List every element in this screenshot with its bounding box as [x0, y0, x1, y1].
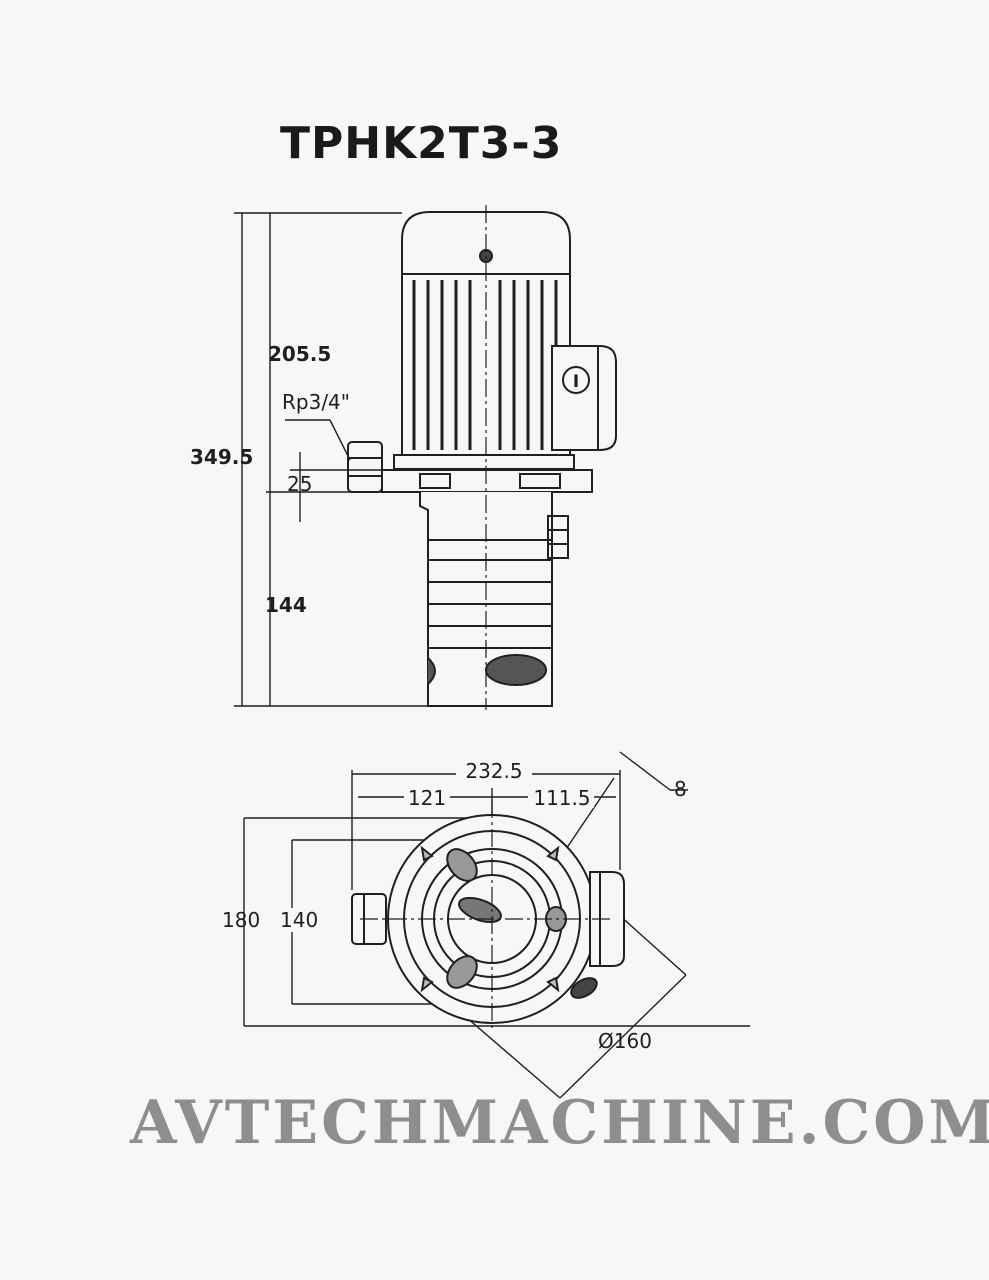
label-mask — [278, 908, 326, 932]
label-mask — [456, 756, 532, 782]
dim-outlet-thread-label: Rp3/4" — [282, 390, 350, 414]
label-mask — [528, 784, 594, 808]
dim-overall-width-label: 232.5 — [465, 759, 522, 783]
dim-flange-offset-label: 25 — [287, 472, 312, 496]
drawing-title: TPHK2T3-3 — [280, 118, 563, 169]
dim-overall-depth-label: 180 — [222, 908, 260, 932]
terminal-box-mark: I — [573, 372, 579, 392]
dim-hole-diameter-label: 8 — [674, 777, 687, 801]
dim-right-width-label: 111.5 — [533, 786, 590, 810]
label-mask — [404, 784, 450, 808]
watermark: AVTECHMACHINE.COM — [130, 1088, 989, 1158]
side-view: I — [234, 205, 617, 710]
terminal-box — [551, 345, 617, 451]
outlet-nut — [347, 441, 383, 493]
dim-left-width-label: 121 — [408, 786, 446, 810]
dim-overall-height-label: 349.5 — [190, 445, 253, 469]
dim-motor-height-label: 205.5 — [268, 342, 331, 366]
top-view — [243, 751, 750, 1099]
pump-body — [419, 492, 569, 707]
mounting-screws — [420, 845, 567, 993]
dimension-lines — [234, 212, 550, 707]
dim-immersion-depth-label: 144 — [265, 593, 307, 617]
dim-bolt-depth-label: 140 — [280, 908, 318, 932]
dim-flange-diameter-label: Ø160 — [598, 1029, 652, 1053]
